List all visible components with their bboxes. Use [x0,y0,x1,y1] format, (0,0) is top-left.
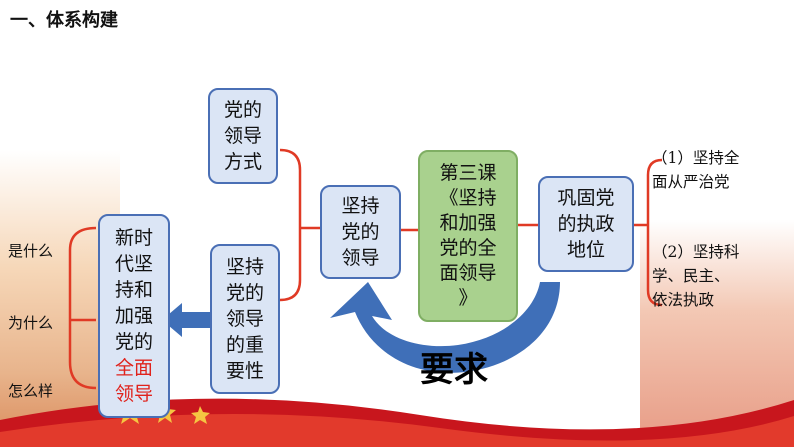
curved-arrow-body [330,282,560,373]
right-item-line: 学、民主、 [652,267,730,285]
right-item-2: （2）坚持科 学、民主、 依法执政 [652,240,739,312]
main-box-line: 代坚 [114,253,153,275]
box-line: 党的全 [439,237,497,259]
box-line: 党的 [225,282,264,304]
box-line: 要性 [225,360,264,382]
page-title: 一、体系构建 [10,10,118,31]
box-lesson: 第三课 《坚持 和加强 党的全 面领导 》 [418,150,518,322]
right-item-line: （2）坚持科 [652,243,740,261]
right-bracket [634,158,663,307]
box-line: 的重 [225,334,264,356]
box-leadership-method: 党的 领导 方式 [208,88,278,184]
box-line: 领导 [223,125,262,147]
box-line: 巩固党 [557,187,615,209]
label-why: 为什么 [8,314,54,332]
right-item-line: 依法执政 [652,291,715,309]
box-line: 方式 [223,151,262,173]
right-item-line: 面从严治党 [652,173,730,191]
box-line: 和加强 [439,212,497,234]
main-box-line: 持和 [114,279,153,301]
box-line: 地位 [566,239,605,261]
box-uphold-leadership: 坚持 党的 领导 [320,185,401,279]
main-box-line: 党的 [114,331,153,353]
left-bracket [68,226,97,390]
main-box-red-line: 全面 [114,357,153,379]
background-red-ribbon [0,398,794,447]
box-consolidate: 巩固党 的执政 地位 [538,176,634,272]
label-what: 是什么 [8,242,54,260]
box-line: 领导 [341,247,380,269]
box-line: 》 [458,287,478,309]
box-line: 面领导 [439,262,497,284]
box-line: 党的 [341,221,380,243]
right-item-line: （1）坚持全 [652,149,740,167]
box-line: 第三课 [439,162,497,184]
main-box: 新时 代坚 持和 加强 党的 全面 领导 [98,214,170,418]
left-arrow [162,303,210,337]
box-line: 的执政 [557,213,615,235]
mid-bracket [279,148,302,302]
box-line: 坚持 [225,256,264,278]
box-line: 坚持 [341,195,380,217]
box-line: 党的 [223,99,262,121]
main-box-line: 新时 [114,227,153,249]
box-importance: 坚持 党的 领导 的重 要性 [210,244,280,394]
box-line: 领导 [225,308,264,330]
main-box-red-line: 领导 [114,383,153,405]
label-how: 怎么样 [8,382,54,400]
main-box-line: 加强 [114,305,153,327]
requirement-label: 要求 [420,350,488,390]
right-item-1: （1）坚持全 面从严治党 [652,146,739,194]
box-line: 《坚持 [439,187,497,209]
